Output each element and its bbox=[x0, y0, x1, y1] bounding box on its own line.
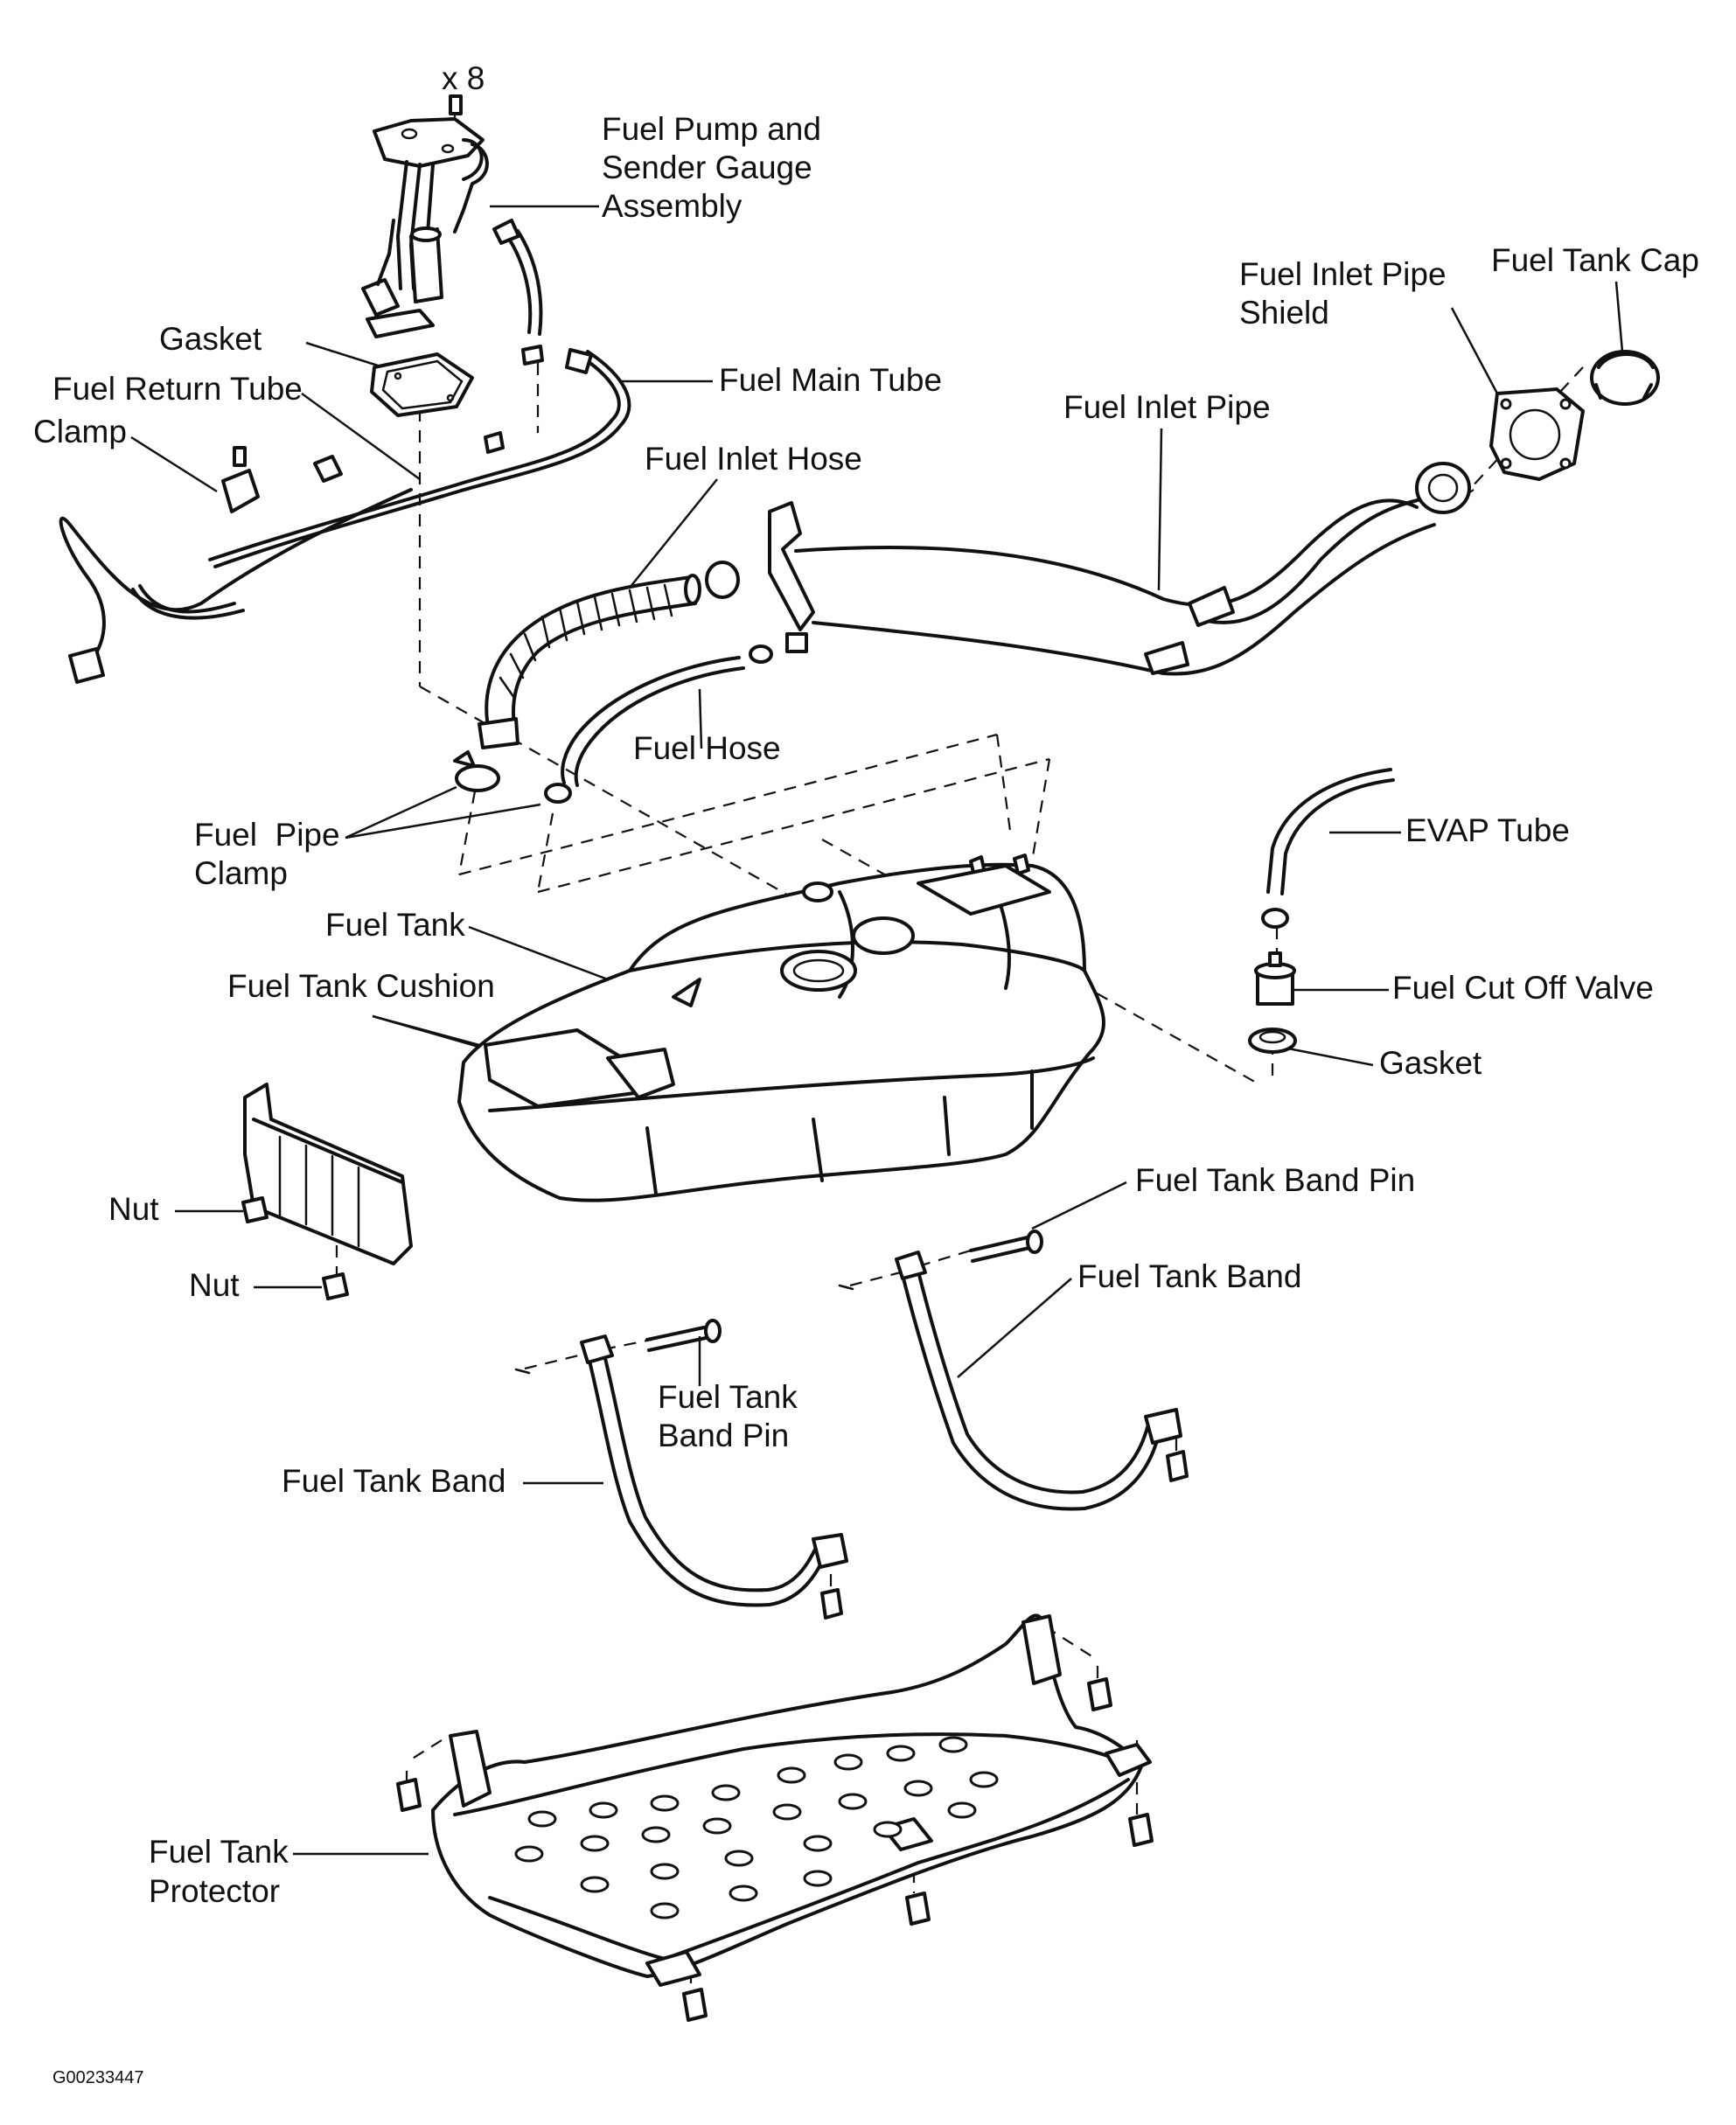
fuel-tank-band-right bbox=[838, 1230, 1182, 1511]
pipe-clamp-icon bbox=[1188, 586, 1235, 627]
pump-gasket bbox=[370, 352, 474, 417]
bolt-icon bbox=[1128, 1813, 1154, 1847]
inlet-pipe-shield-label-line1: Fuel Inlet Pipe bbox=[1239, 256, 1447, 292]
band-left-label: Fuel Tank Band bbox=[282, 1463, 505, 1499]
bolt-icon bbox=[396, 1778, 422, 1812]
hose-clip-icon bbox=[749, 644, 773, 664]
nut-icon bbox=[241, 1196, 268, 1223]
bolt-icon bbox=[1087, 1677, 1112, 1711]
band-pin-left-label-line1: Fuel Tank bbox=[658, 1379, 798, 1415]
fuel-hose bbox=[561, 644, 773, 787]
protector-bolts bbox=[396, 1677, 1154, 2022]
valve-gasket bbox=[1248, 1028, 1297, 1054]
nut-icon bbox=[322, 1272, 349, 1300]
band-pin-left-label-line2: Band Pin bbox=[658, 1418, 789, 1453]
fuel-lines bbox=[59, 348, 631, 684]
inlet-pipe-shield-label-line2: Shield bbox=[1239, 295, 1329, 331]
bolt-icon bbox=[1166, 1450, 1189, 1482]
evap-tube-label: EVAP Tube bbox=[1405, 812, 1570, 848]
vent-hose bbox=[492, 219, 544, 366]
tank-bracket bbox=[243, 1083, 413, 1265]
bolt-quantity-label: x 8 bbox=[442, 60, 485, 96]
fuel-tank bbox=[457, 853, 1105, 1202]
fuel-tank-band-left bbox=[514, 1319, 848, 1607]
main-tube-label: Fuel Main Tube bbox=[719, 362, 942, 398]
pump-assembly-label-line2: Sender Gauge bbox=[602, 150, 812, 185]
nuts bbox=[241, 1196, 349, 1300]
pipe-clamp-label-line1: Fuel Pipe bbox=[194, 817, 340, 853]
band-bolts bbox=[820, 1450, 1189, 1620]
fuel-tank-label: Fuel Tank bbox=[325, 907, 465, 943]
small-clips bbox=[221, 431, 505, 513]
fuel-inlet-pipe bbox=[768, 462, 1471, 676]
clamp-label: Clamp bbox=[33, 414, 127, 449]
gasket-valve-label: Gasket bbox=[1379, 1045, 1482, 1081]
pump-assembly-label-line3: Assembly bbox=[602, 188, 743, 224]
protector-holes bbox=[514, 1736, 999, 1919]
inlet-pipe-label: Fuel Inlet Pipe bbox=[1063, 389, 1271, 425]
tank-cap-label: Fuel Tank Cap bbox=[1491, 242, 1699, 278]
fuel-inlet-hose bbox=[478, 561, 740, 749]
fuel-tank-cushion bbox=[484, 864, 1051, 1108]
cut-off-valve-label: Fuel Cut Off Valve bbox=[1392, 970, 1654, 1006]
inlet-hose-label: Fuel Inlet Hose bbox=[645, 441, 862, 477]
fuel-tank-cap bbox=[1590, 350, 1660, 406]
bolt-icon bbox=[905, 1892, 931, 1926]
nut-label-2: Nut bbox=[189, 1267, 240, 1303]
fuel-tank-protector bbox=[431, 1613, 1152, 1987]
leader-lines bbox=[130, 205, 1624, 1856]
fuel-pump-assembly bbox=[361, 94, 489, 338]
pump-assembly-label-line1: Fuel Pump and bbox=[602, 111, 821, 147]
tank-cushion-label: Fuel Tank Cushion bbox=[227, 968, 495, 1004]
nut-label-1: Nut bbox=[108, 1191, 159, 1227]
fuel-cut-off-valve bbox=[1254, 908, 1296, 1006]
bolt-icon bbox=[820, 1588, 843, 1620]
inlet-pipe-shield bbox=[1489, 387, 1585, 481]
fuel-hose-label: Fuel Hose bbox=[633, 730, 781, 766]
hose-clamp-icon bbox=[705, 561, 740, 599]
fuel-pipe-clamps bbox=[453, 750, 572, 804]
pipe-clamp-label-line2: Clamp bbox=[194, 855, 288, 891]
protector-label-line1: Fuel Tank bbox=[149, 1834, 289, 1870]
band-right-label: Fuel Tank Band bbox=[1077, 1258, 1301, 1294]
gasket-top-label: Gasket bbox=[159, 321, 262, 357]
figure-code: G00233447 bbox=[52, 2068, 144, 2087]
band-pin-right-label: Fuel Tank Band Pin bbox=[1135, 1162, 1415, 1198]
evap-tube bbox=[1266, 768, 1395, 895]
labels: x 8 Fuel Pump and Sender Gauge Assembly … bbox=[33, 60, 1699, 2087]
bolt-icon bbox=[682, 1988, 708, 2022]
protector-label-line2: Protector bbox=[149, 1873, 280, 1909]
bolt-icon bbox=[449, 94, 463, 115]
return-tube-label: Fuel Return Tube bbox=[52, 371, 303, 407]
